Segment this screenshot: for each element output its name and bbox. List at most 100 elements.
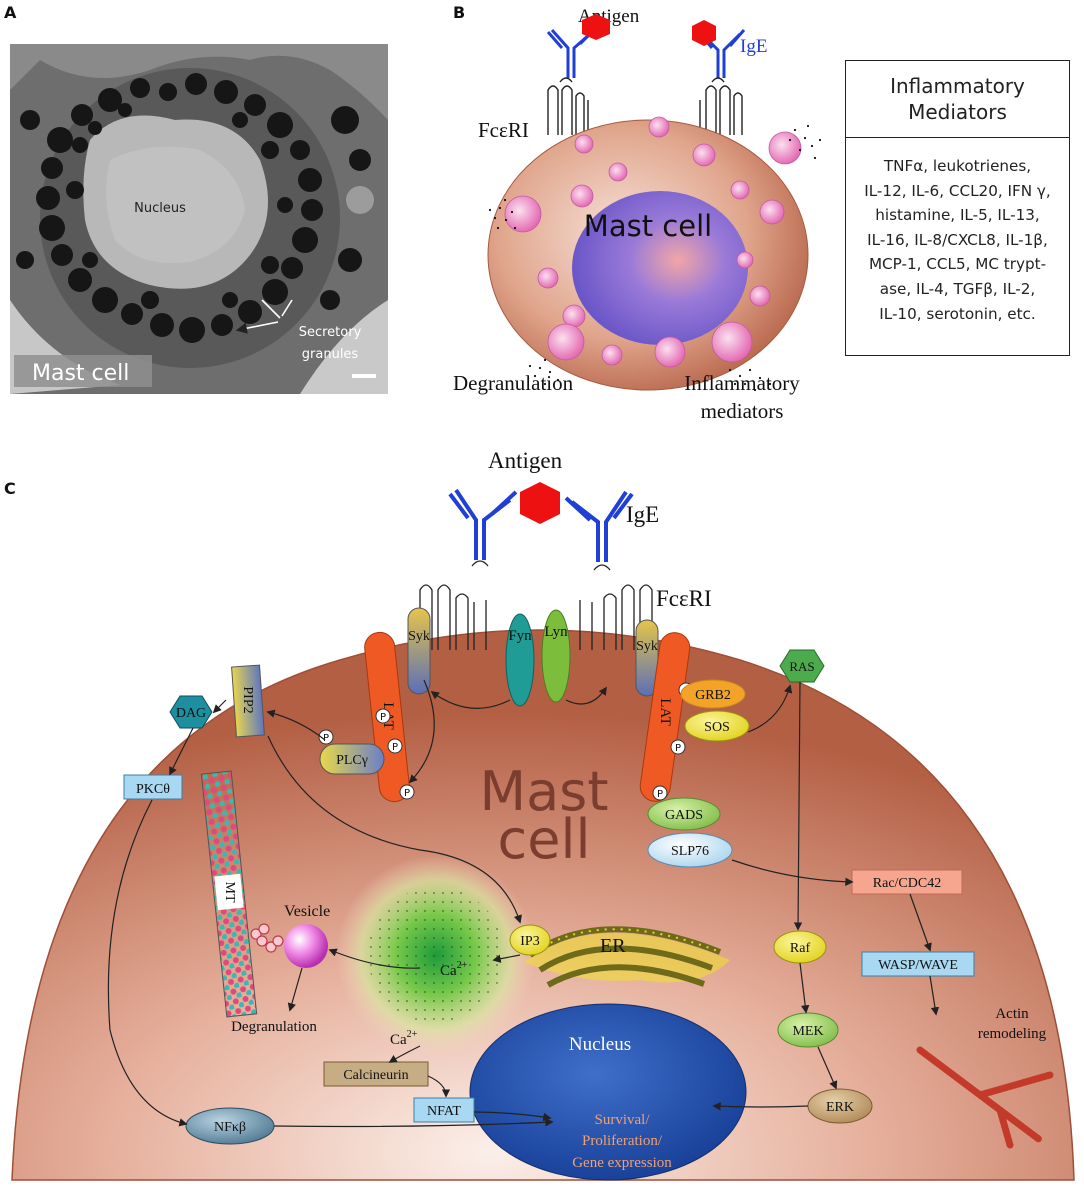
svg-text:P: P <box>392 742 398 753</box>
svg-text:SLP76: SLP76 <box>671 844 709 859</box>
svg-text:IP3: IP3 <box>520 934 539 949</box>
receptor-left-b <box>547 77 589 135</box>
receptor-right-c <box>579 564 653 650</box>
cell-label-a: Mast cell <box>32 361 129 386</box>
vesicle <box>284 924 328 968</box>
svg-text:P: P <box>380 712 386 723</box>
svg-text:NFAT: NFAT <box>427 1104 461 1119</box>
antigen-right-b <box>692 20 716 46</box>
mek: MEK <box>777 1012 839 1048</box>
mediator-line: IL-10, serotonin, etc. <box>879 304 1036 323</box>
rac-cdc42: Rac/CDC42 <box>851 869 963 895</box>
outcome-line1: Survival/ <box>595 1112 651 1128</box>
micrograph: Nucleus Secretory granules Mast cell <box>10 44 388 394</box>
sos: SOS <box>684 710 750 742</box>
nfat: NFAT <box>413 1097 475 1123</box>
svg-text:MEK: MEK <box>792 1024 823 1039</box>
slp76: SLP76 <box>647 832 733 868</box>
vesicle-label: Vesicle <box>284 903 330 920</box>
mediator-line: histamine, IL-5, IL-13, <box>875 206 1040 225</box>
ras: RAS <box>779 649 825 683</box>
outcome-line3: Gene expression <box>572 1155 672 1171</box>
mediators-label-line1: Inflammatory <box>684 371 800 395</box>
microtubule: MT <box>200 770 258 1018</box>
pkc-theta: PKCθ <box>123 774 183 800</box>
svg-text:P: P <box>323 733 329 744</box>
svg-text:ERK: ERK <box>826 1100 854 1115</box>
lat-right-label: LAT <box>657 698 673 726</box>
syk-left: Syk <box>407 607 431 695</box>
svg-text:P: P <box>404 788 410 799</box>
cell-label-c-line2: cell <box>498 808 591 871</box>
lyn-label: Lyn <box>544 624 568 640</box>
receptor-label-c: FcεRI <box>656 586 712 611</box>
receptor-label-b: FcεRI <box>478 118 529 142</box>
ige-left-c <box>448 488 518 560</box>
dag: DAG <box>169 695 213 729</box>
pip2: PIP2 <box>231 664 265 738</box>
mediator-line: MCP-1, CCL5, MC trypt- <box>868 255 1047 274</box>
er-label: ER <box>600 935 626 957</box>
cell-label-c-line1: Mast <box>480 760 609 823</box>
panel-a: A <box>4 3 388 394</box>
svg-text:PLCγ: PLCγ <box>336 753 368 768</box>
raf: Raf <box>773 930 827 964</box>
lyn: Lyn <box>541 609 571 703</box>
actin-filaments <box>916 1046 1054 1149</box>
degranulation-label-b: Degranulation <box>453 371 574 395</box>
granules-b <box>504 116 802 368</box>
svg-text:RAS: RAS <box>789 659 814 674</box>
nucleus-b <box>572 191 748 345</box>
syk-right-label: Syk <box>636 639 658 654</box>
granules <box>16 73 371 343</box>
receptor-right-b <box>699 77 743 135</box>
granules-label-line1: Secretory <box>299 325 362 340</box>
mediator-line: IL-16, IL-8/CXCL8, IL-1β, <box>867 230 1048 249</box>
nucleus-label-c: Nucleus <box>569 1034 631 1055</box>
mediators-box-title: Inflammatory Mediators <box>846 61 1069 138</box>
nfkb: NFκβ <box>185 1107 275 1145</box>
panel-letter-b: B <box>453 3 465 22</box>
svg-text:Calcineurin: Calcineurin <box>343 1068 408 1083</box>
mediators-box: Inflammatory Mediators TNFα, leukotriene… <box>845 60 1070 356</box>
mediator-line: ase, IL-4, TGFβ, IL-2, <box>879 279 1036 298</box>
svg-text:GRB2: GRB2 <box>695 688 731 703</box>
mediators-list: TNFα, leukotrienes, IL-12, IL-6, CCL20, … <box>846 138 1069 326</box>
svg-text:SOS: SOS <box>704 720 730 735</box>
panel-letter-c: C <box>4 479 16 498</box>
svg-text:NFκβ: NFκβ <box>214 1120 246 1135</box>
fyn: Fyn <box>505 613 535 707</box>
mediator-line: IL-12, IL-6, CCL20, IFN γ, <box>864 181 1051 200</box>
granules-label-line2: granules <box>302 347 359 362</box>
motor-proteins <box>250 923 284 953</box>
gads: GADS <box>647 797 721 831</box>
svg-text:DAG: DAG <box>176 706 206 721</box>
svg-text:PIP2: PIP2 <box>240 686 255 713</box>
scale-bar <box>352 374 376 378</box>
granule-arrows <box>235 299 293 334</box>
antigen-left-b <box>582 14 610 40</box>
plc-gamma: PLCγ <box>319 743 385 775</box>
outcome-line2: Proliferation/ <box>582 1133 663 1149</box>
erk: ERK <box>807 1088 873 1124</box>
mediators-label-line2: mediators <box>701 399 784 423</box>
ige-label-b: IgE <box>740 36 767 57</box>
actin-label-line1: Actin <box>995 1006 1029 1022</box>
nucleus-label-a: Nucleus <box>134 201 186 216</box>
svg-text:WASP/WAVE: WASP/WAVE <box>878 958 958 973</box>
calcineurin: Calcineurin <box>323 1061 429 1087</box>
panel-letter-a: A <box>4 3 17 22</box>
panel-b: B Antigen IgE FcεRI Mas <box>453 3 822 423</box>
ige-right-c <box>564 490 634 562</box>
svg-text:GADS: GADS <box>665 808 703 823</box>
ip3: IP3 <box>509 924 551 956</box>
mediator-line: TNFα, leukotrienes, <box>883 157 1032 175</box>
calcium-label-outer: Ca2+ <box>390 1029 418 1048</box>
actin-label-line2: remodeling <box>978 1026 1047 1042</box>
svg-text:P: P <box>675 743 681 754</box>
fyn-label: Fyn <box>508 628 532 644</box>
lat-right: LAT <box>639 632 691 802</box>
calcium-label-inner: Ca2+ <box>440 960 468 979</box>
svg-text:MT: MT <box>222 882 237 903</box>
signaling-arrows <box>107 679 940 1128</box>
